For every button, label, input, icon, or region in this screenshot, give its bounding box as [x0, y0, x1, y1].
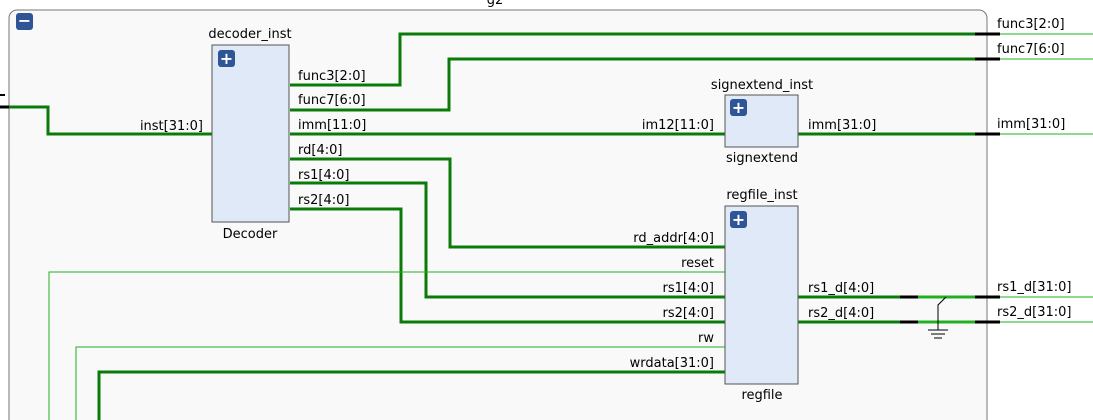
- signextend-expand-button[interactable]: +: [730, 98, 747, 117]
- signextend-instance-name: signextend_inst: [711, 78, 813, 93]
- port-func7[interactable]: func7[6:0]: [997, 42, 1065, 57]
- regfile-pin-rs1-d: rs1_d[4:0]: [808, 281, 874, 296]
- port-func3[interactable]: func3[2:0]: [997, 17, 1065, 32]
- decoder-pin-rd: rd[4:0]: [298, 143, 342, 158]
- wire-func3[interactable]: [290, 32, 1000, 87]
- collapse-button[interactable]: −: [16, 11, 33, 30]
- decoder-pin-inst: inst[31:0]: [140, 119, 203, 134]
- regfile-pin-rs2-d: rs2_d[4:0]: [808, 306, 874, 321]
- regfile-expand-button[interactable]: +: [730, 210, 747, 229]
- port-rs1-d[interactable]: rs1_d[31:0]: [997, 280, 1071, 295]
- regfile-cell[interactable]: [724, 205, 799, 385]
- regfile-pin-rs1: rs1[4:0]: [663, 281, 714, 296]
- decoder-expand-button[interactable]: +: [218, 49, 235, 68]
- regfile-pin-rs2: rs2[4:0]: [663, 306, 714, 321]
- regfile-pin-wrdata: wrdata[31:0]: [630, 356, 714, 371]
- expand-icon: +: [732, 210, 745, 229]
- expand-icon: +: [220, 49, 233, 68]
- regfile-pin-rd-addr: rd_addr[4:0]: [633, 231, 714, 246]
- signal-wires: [48, 33, 1093, 420]
- pin-stubs: [0, 32, 1000, 324]
- wire-inst[interactable]: [9, 105, 212, 136]
- wire-rd[interactable]: [290, 157, 725, 249]
- port-rs2-d[interactable]: rs2_d[31:0]: [997, 305, 1071, 320]
- decoder-pin-rs1: rs1[4:0]: [298, 168, 349, 183]
- ground-icon: [928, 296, 948, 339]
- regfile-instance-name: regfile_inst: [726, 188, 797, 203]
- signextend-pin-im12: im12[11:0]: [642, 118, 714, 133]
- decoder-pin-imm: imm[11:0]: [298, 118, 366, 133]
- decoder-type-name: Decoder: [223, 227, 278, 242]
- regfile-type-name: regfile: [741, 388, 782, 403]
- decoder-cell[interactable]: [211, 44, 290, 223]
- decoder-pin-func7: func7[6:0]: [298, 93, 366, 108]
- decoder-pin-func3: func3[2:0]: [298, 69, 366, 84]
- regfile-pin-rw: rw: [698, 331, 714, 346]
- expand-icon: +: [732, 98, 745, 117]
- wire-rw[interactable]: [75, 346, 725, 420]
- signextend-pin-imm: imm[31:0]: [808, 118, 876, 133]
- block-title: g2: [487, 0, 504, 8]
- signextend-type-name: signextend: [726, 151, 798, 166]
- port-imm[interactable]: imm[31:0]: [997, 117, 1065, 132]
- wire-rs1[interactable]: [290, 181, 725, 299]
- collapse-icon: −: [18, 11, 31, 30]
- block-g2: [8, 9, 988, 420]
- wire-func7[interactable]: [290, 57, 1000, 112]
- bus-wires: [0, 32, 1000, 420]
- decoder-instance-name: decoder_inst: [208, 27, 291, 42]
- regfile-pin-reset: reset: [681, 256, 714, 271]
- wire-rs2[interactable]: [290, 207, 725, 324]
- decoder-pin-rs2: rs2[4:0]: [298, 193, 349, 208]
- wire-reset[interactable]: [48, 271, 725, 420]
- wire-wrdata[interactable]: [97, 370, 725, 420]
